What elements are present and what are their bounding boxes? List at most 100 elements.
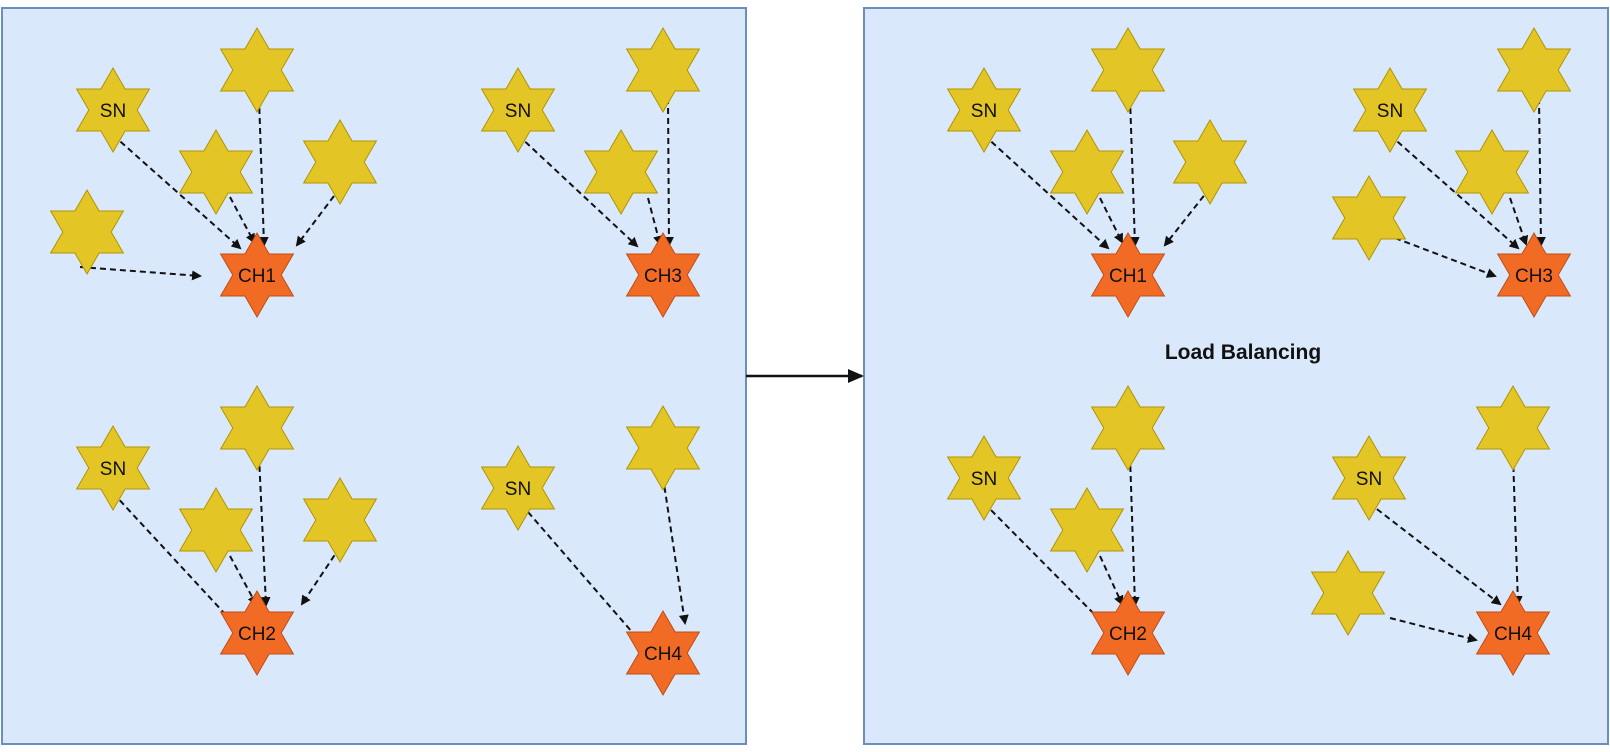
sensor-star-icon (75, 424, 151, 512)
sensor-node (1331, 174, 1407, 262)
sensor-node (178, 486, 254, 574)
edge-arrow (229, 555, 257, 606)
sensor-label: SN (505, 101, 531, 122)
sensor-star-icon (1496, 26, 1572, 114)
sensor-node (219, 26, 295, 114)
edge-arrow (1512, 455, 1523, 606)
cluster-head-node-ch3: CH3 (625, 231, 701, 319)
edge-arrow (647, 197, 663, 246)
sensor-node (1310, 549, 1386, 637)
edge-layer (79, 97, 1546, 657)
sensor-star-icon (178, 486, 254, 574)
edge-arrow (112, 134, 242, 250)
sensor-node-sn: SN (75, 424, 151, 512)
cluster-head-star-icon (625, 231, 701, 319)
sensor-node-sn: SN (75, 66, 151, 154)
sensor-node (49, 188, 125, 276)
load-balancing-caption: Load Balancing (1165, 341, 1321, 364)
sensor-label: SN (1356, 469, 1382, 490)
cluster-head-node-ch2: CH2 (1090, 589, 1166, 677)
sensor-star-icon (49, 188, 125, 276)
cluster-head-node-ch2: CH2 (219, 589, 295, 677)
cluster-head-label: CH2 (238, 624, 276, 645)
sensor-node-sn: SN (1352, 66, 1428, 154)
edge-arrow (517, 134, 639, 248)
edge-arrow (1389, 617, 1478, 643)
sensor-star-icon (625, 26, 701, 114)
sensor-node (178, 128, 254, 216)
sensor-node-sn: SN (946, 434, 1022, 522)
edge-arrow (1535, 97, 1546, 247)
sensor-label: SN (505, 479, 531, 500)
sensor-node (1090, 26, 1166, 114)
edge-arrow (1394, 237, 1497, 278)
cluster-head-label: CH4 (1494, 624, 1532, 645)
cluster-head-label: CH2 (1109, 624, 1147, 645)
sensor-label: SN (100, 101, 126, 122)
sensor-star-icon (219, 384, 295, 472)
cluster-head-node-ch1: CH1 (1090, 231, 1166, 319)
edge-arrow (1509, 197, 1529, 246)
sensor-node-sn: SN (480, 66, 556, 154)
sensor-star-icon (1090, 384, 1166, 472)
cluster-head-star-icon (1475, 589, 1551, 677)
sensor-star-icon (219, 26, 295, 114)
edge-arrow (1129, 97, 1140, 247)
edge-arrow (79, 266, 202, 281)
edge-arrow (1129, 455, 1140, 607)
sensor-star-icon (1331, 434, 1407, 522)
sensor-star-icon (1310, 549, 1386, 637)
cluster-head-star-icon (1090, 589, 1166, 677)
sensor-star-icon (1090, 26, 1166, 114)
sensor-node-sn: SN (946, 66, 1022, 154)
sensor-node (1049, 128, 1125, 216)
sensor-node (583, 128, 659, 216)
cluster-head-star-icon (1496, 231, 1572, 319)
cluster-head-node-ch3: CH3 (1496, 231, 1572, 319)
sensor-node (302, 476, 378, 564)
sensor-star-icon (75, 66, 151, 154)
edge-arrow (662, 476, 689, 625)
cluster-head-label: CH1 (1109, 266, 1147, 287)
cluster-head-label: CH3 (644, 266, 682, 287)
sensor-star-icon (625, 404, 701, 492)
edge-arrow (663, 97, 674, 247)
sensor-node (625, 404, 701, 492)
sensor-node (1090, 384, 1166, 472)
cluster-head-node-ch1: CH1 (219, 231, 295, 319)
edge-arrow (983, 134, 1110, 250)
cluster-head-label: CH3 (1515, 266, 1553, 287)
edge-arrow (1099, 555, 1124, 606)
sensor-node (1475, 384, 1551, 472)
cluster-head-node-ch4: CH4 (625, 609, 701, 697)
sensor-node (1454, 128, 1530, 216)
sensor-node (302, 118, 378, 206)
edge-arrow (1163, 187, 1211, 247)
sensor-star-icon (302, 476, 378, 564)
edge-arrow (258, 97, 269, 247)
edge-arrow (1368, 502, 1502, 606)
sensor-star-icon (1049, 128, 1125, 216)
sensor-node (1496, 26, 1572, 114)
sensor-label: SN (971, 469, 997, 490)
sensor-node (219, 384, 295, 472)
sensor-star-icon (1475, 384, 1551, 472)
cluster-head-star-icon (625, 609, 701, 697)
sensor-node (625, 26, 701, 114)
sensor-label: SN (971, 101, 997, 122)
sensor-node (1049, 486, 1125, 574)
edge-arrow (300, 546, 341, 606)
cluster-head-label: CH1 (238, 266, 276, 287)
edge-arrow (1099, 197, 1123, 244)
sensor-label: SN (100, 459, 126, 480)
sensor-star-icon (583, 128, 659, 216)
edge-arrow (258, 455, 271, 607)
sensor-node-sn: SN (480, 444, 556, 532)
edge-arrow (527, 511, 654, 657)
sensor-star-icon (480, 66, 556, 154)
sensor-star-icon (1331, 174, 1407, 262)
sensor-star-icon (302, 118, 378, 206)
sensor-star-icon (480, 444, 556, 532)
sensor-node-sn: SN (1331, 434, 1407, 522)
